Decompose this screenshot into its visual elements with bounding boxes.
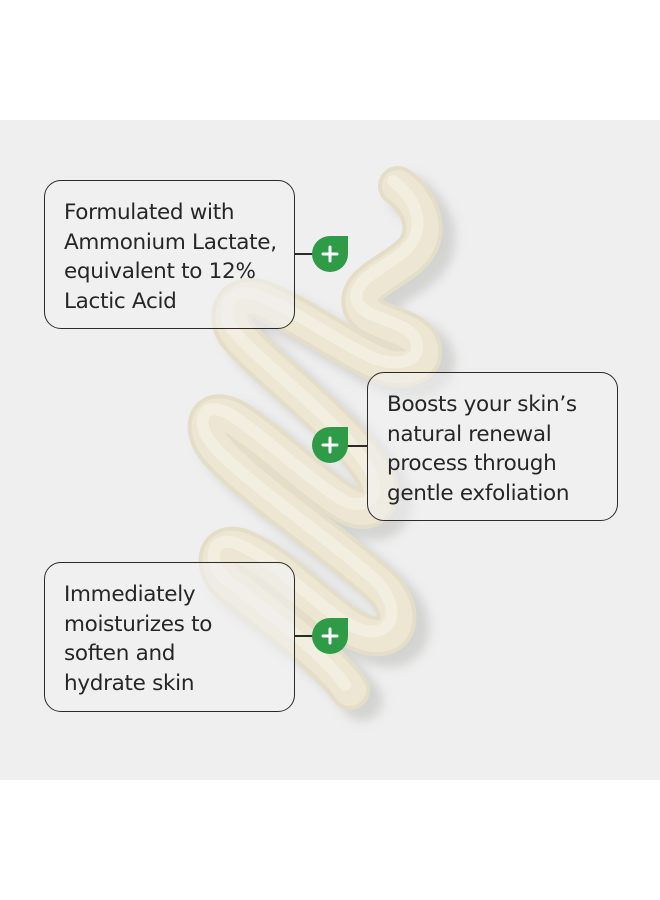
callout-text-line: moisturizes to [64, 611, 213, 637]
callout-text-line: equivalent to 12% [64, 259, 256, 284]
callout-lactic-acid: Formulated with Ammonium Lactate, equiva… [44, 180, 295, 329]
callout-renewal: Boosts your skin’s natural renewal proce… [367, 372, 618, 521]
callout-text-line: Formulated with [64, 200, 235, 225]
callout-text-line: Ammonium Lactate, [64, 229, 277, 255]
plus-leaf-icon [312, 236, 348, 272]
callout-text-line: hydrate skin [64, 670, 195, 696]
connector-line [347, 445, 368, 447]
callout-text-line: gentle exfoliation [387, 480, 570, 506]
callout-text-line: natural renewal [387, 421, 552, 447]
plus-leaf-icon [312, 618, 348, 654]
connector-line [295, 253, 314, 255]
callout-text-line: process through [387, 451, 557, 476]
callout-moisturize: Immediately moisturizes to soften and hy… [44, 562, 295, 712]
callout-text-line: soften and [64, 641, 176, 666]
product-feature-panel: Formulated with Ammonium Lactate, equiva… [0, 120, 660, 780]
callout-text-line: Boosts your skin’s [387, 392, 577, 417]
callout-text-line: Lactic Acid [64, 288, 177, 314]
connector-line [295, 635, 314, 637]
plus-leaf-icon [312, 427, 348, 463]
callout-text-line: Immediately [64, 582, 196, 607]
